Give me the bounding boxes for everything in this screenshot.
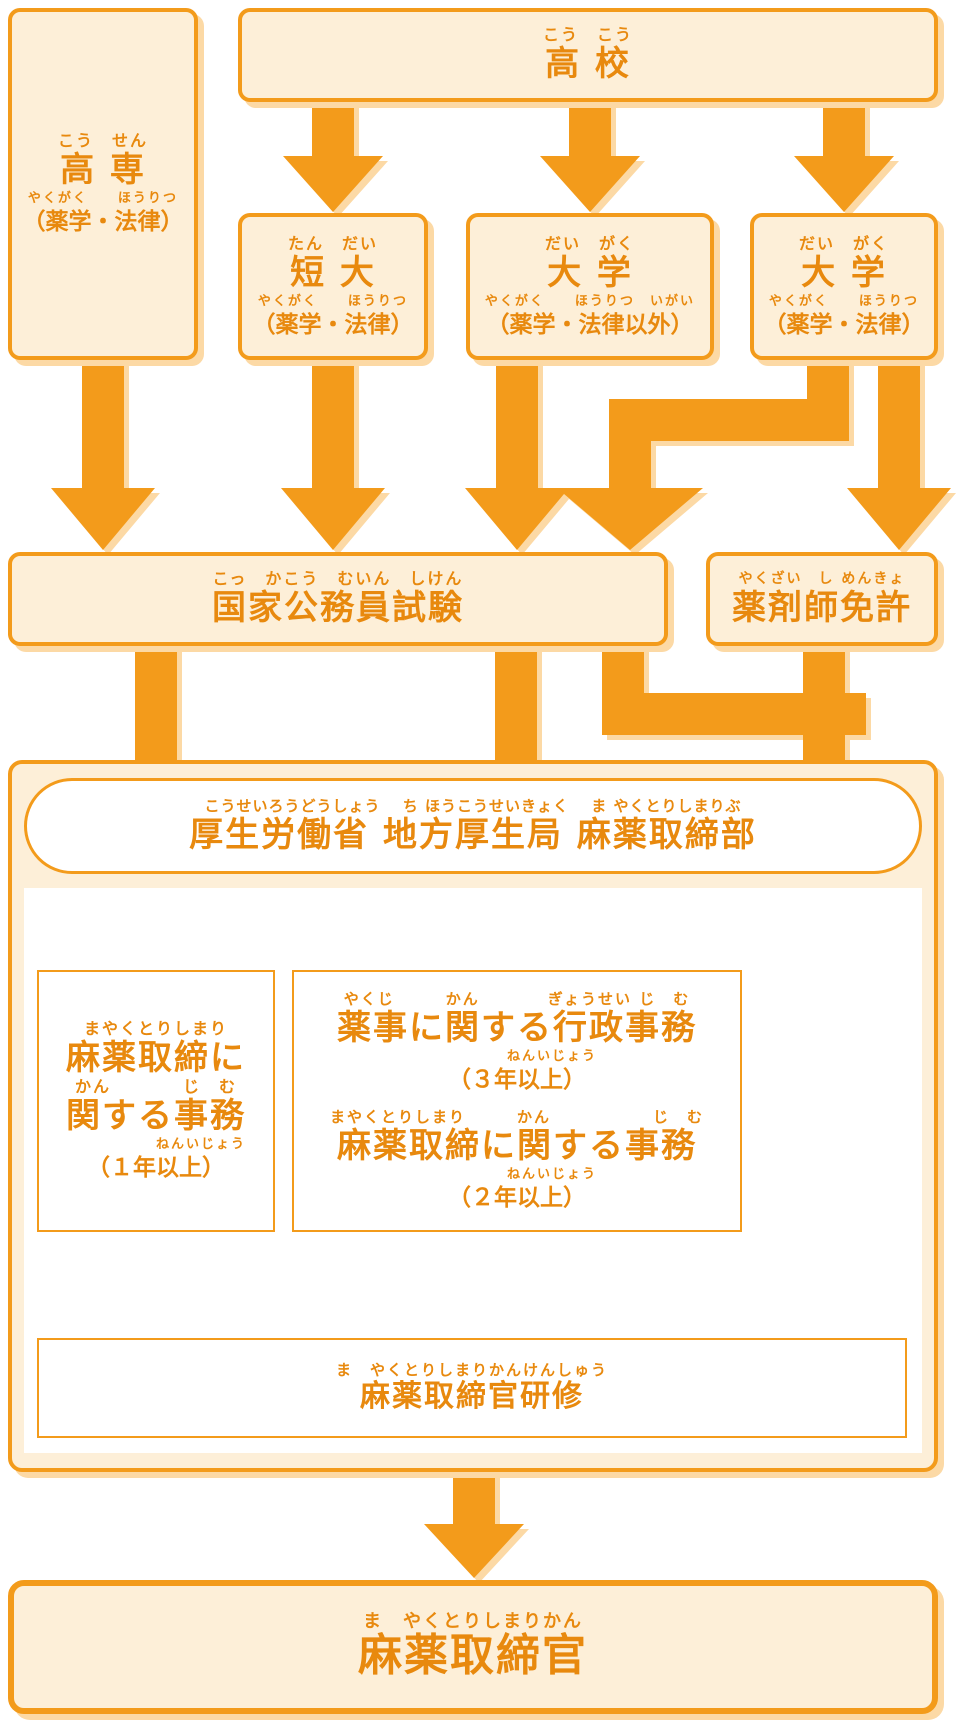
bureau-label: 厚生労働省 地方厚生局 麻薬取締部 — [189, 815, 757, 855]
arrow-exam-bureau-mid — [495, 644, 537, 778]
duty-right-period2-ruby: ねんいじょう — [506, 1167, 597, 1182]
tandai-sub-ruby: やくがく ほうりつ — [257, 293, 409, 309]
arrow-koko-daigaku-other — [540, 100, 640, 212]
daigaku-other-label: 大 学 — [547, 252, 633, 293]
bureau-ruby: こうせいろうどうしょう ち ほうこうせいきょく ま やくとりしまりぶ — [204, 797, 742, 815]
duty-right-ruby1: やくじ かん ぎょうせい じ む — [343, 990, 691, 1008]
training-box: ま やくとりしまりかんけんしゅう 麻薬取締官研修 — [37, 1338, 907, 1438]
license-label: 薬剤師免許 — [732, 588, 912, 628]
duty-right-period1: （３年以上） — [448, 1067, 586, 1093]
officer-label: 麻薬取締官 — [358, 1630, 588, 1681]
tandai-sub: （薬学・法律） — [252, 311, 414, 338]
exam-ruby: こっ かこう むいん しけん — [212, 569, 464, 588]
daigaku-other-sub: （薬学・法律以外） — [486, 311, 694, 338]
daigaku-label: 大 学 — [801, 252, 887, 293]
kosen-sub-ruby: やくがく ほうりつ — [27, 191, 179, 206]
koko-label: 高 校 — [545, 44, 631, 84]
arrow-kosen-exam — [51, 358, 155, 550]
training-ruby: ま やくとりしまりかんけんしゅう — [335, 1361, 608, 1379]
duty-right-line2: 麻薬取締に関する事務 — [337, 1126, 697, 1166]
daigaku-other-ruby: だい がく — [544, 233, 635, 253]
daigaku-other-sub-ruby: やくがく ほうりつ いがい — [484, 293, 696, 309]
daigaku-ruby: だい がく — [798, 233, 889, 253]
exam-label: 国家公務員試験 — [212, 588, 464, 628]
duty-right-line1: 薬事に関する行政事務 — [337, 1008, 697, 1048]
license-ruby: やくざい し めんきょ — [738, 571, 906, 587]
tandai-label: 短 大 — [290, 252, 376, 293]
koko-box: こう こう 高 校 — [238, 8, 938, 102]
officer-ruby: ま やくとりしまりかん — [363, 1611, 583, 1632]
arrow-koko-tandai — [283, 100, 383, 212]
tandai-ruby: たん だい — [287, 233, 378, 253]
license-box: やくざい し めんきょ 薬剤師免許 — [706, 552, 938, 646]
arrow-tandai-exam — [281, 358, 385, 550]
duty-left-box: まやくとりしまり 麻薬取締に かん じ む 関する事務 ねんいじょう （１年以上… — [37, 970, 275, 1232]
duty-left-line2: 関する事務 — [66, 1096, 246, 1136]
duty-right-ruby2: まやくとりしまり かん じ む — [329, 1108, 704, 1126]
kosen-box: こう せん 高 専 やくがく ほうりつ （薬学・法律） — [8, 8, 198, 360]
kosen-label: 高 専 — [60, 150, 146, 190]
kosen-sub: （薬学・法律） — [22, 209, 184, 235]
arrow-daigaku-to-exam-bend — [557, 358, 849, 550]
arrow-daigaku-license — [847, 358, 951, 550]
arrow-koko-daigaku — [794, 100, 894, 212]
duty-left-ruby1: まやくとりしまり — [83, 1019, 228, 1038]
arrow-daigaku-other-exam — [465, 358, 569, 550]
daigaku-other-box: だい がく 大 学 やくがく ほうりつ いがい （薬学・法律以外） — [466, 213, 714, 360]
duty-right-box: やくじ かん ぎょうせい じ む 薬事に関する行政事務 ねんいじょう （３年以上… — [292, 970, 742, 1232]
arrow-exam-bureau-left — [135, 644, 177, 778]
officer-box: ま やくとりしまりかん 麻薬取締官 — [8, 1580, 938, 1714]
duty-left-line1: 麻薬取締に — [66, 1038, 246, 1078]
kosen-ruby: こう せん — [57, 131, 148, 150]
arrow-exam-to-license-route — [602, 644, 866, 735]
daigaku-sub: （薬学・法律） — [763, 311, 925, 338]
bureau-pill: こうせいろうどうしょう ち ほうこうせいきょく ま やくとりしまりぶ 厚生労働省… — [24, 778, 922, 874]
daigaku-sub-ruby: やくがく ほうりつ — [768, 293, 920, 309]
duty-left-period-ruby: ねんいじょう — [155, 1137, 246, 1152]
duty-left-period: （１年以上） — [87, 1155, 225, 1181]
arrow-training-officer — [424, 1470, 524, 1578]
tandai-box: たん だい 短 大 やくがく ほうりつ （薬学・法律） — [238, 213, 428, 360]
duty-left-ruby2: かん じ む — [74, 1077, 237, 1096]
koko-ruby: こう こう — [542, 25, 633, 44]
daigaku-box: だい がく 大 学 やくがく ほうりつ （薬学・法律） — [750, 213, 938, 360]
duty-right-period1-ruby: ねんいじょう — [506, 1049, 597, 1064]
exam-box: こっ かこう むいん しけん 国家公務員試験 — [8, 552, 668, 646]
duty-right-period2: （２年以上） — [448, 1185, 586, 1211]
training-label: 麻薬取締官研修 — [360, 1379, 584, 1414]
